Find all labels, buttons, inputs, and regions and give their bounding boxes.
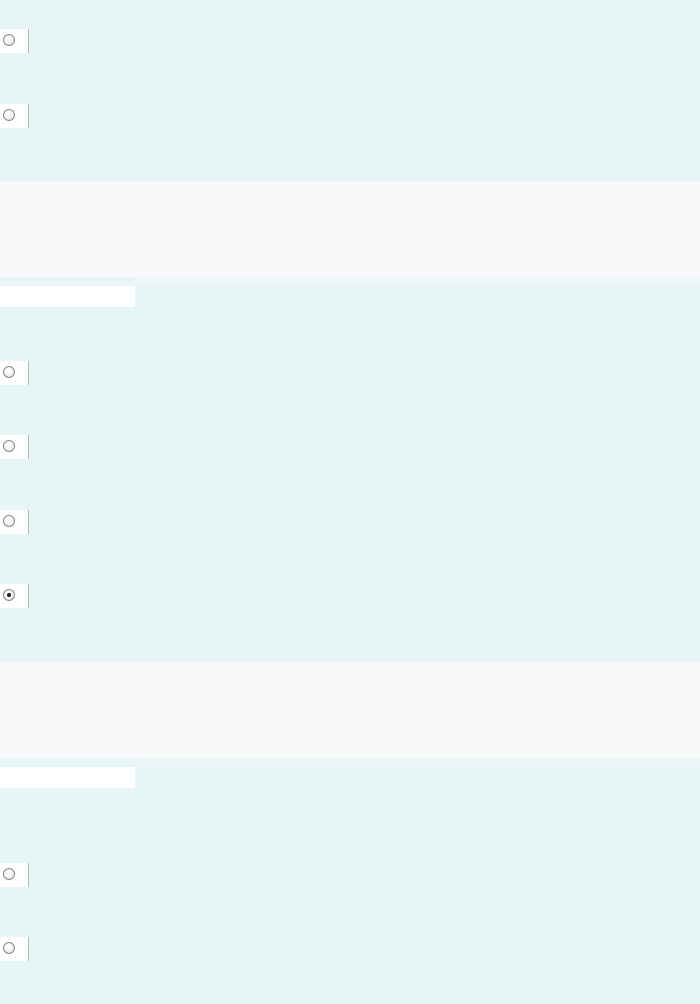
radio-button-q1-a[interactable]: [3, 34, 15, 46]
radio-button-q2-b[interactable]: [3, 440, 15, 452]
feedback-area-q1: [0, 181, 700, 277]
radio-button-q2-d[interactable]: [3, 589, 15, 601]
option-cell-q2-c: [0, 510, 29, 534]
radio-button-q3-b[interactable]: [3, 942, 15, 954]
radio-button-q1-b[interactable]: [3, 109, 15, 121]
option-cell-q2-d: [0, 584, 29, 608]
question-header-tab-q2: [0, 286, 135, 307]
option-cell-q1-a: [0, 29, 29, 53]
option-cell-q1-b: [0, 104, 29, 128]
question-header-tab-q3: [0, 767, 135, 788]
option-cell-q3-a: [0, 863, 29, 887]
option-cell-q3-b: [0, 937, 29, 961]
radio-button-q3-a[interactable]: [3, 868, 15, 880]
radio-button-q2-c[interactable]: [3, 515, 15, 527]
option-cell-q2-b: [0, 435, 29, 459]
feedback-area-q2: [0, 662, 700, 758]
section-separator-q3: [135, 758, 700, 767]
radio-button-q2-a[interactable]: [3, 366, 15, 378]
section-separator-q2: [135, 277, 700, 286]
option-cell-q2-a: [0, 361, 29, 385]
